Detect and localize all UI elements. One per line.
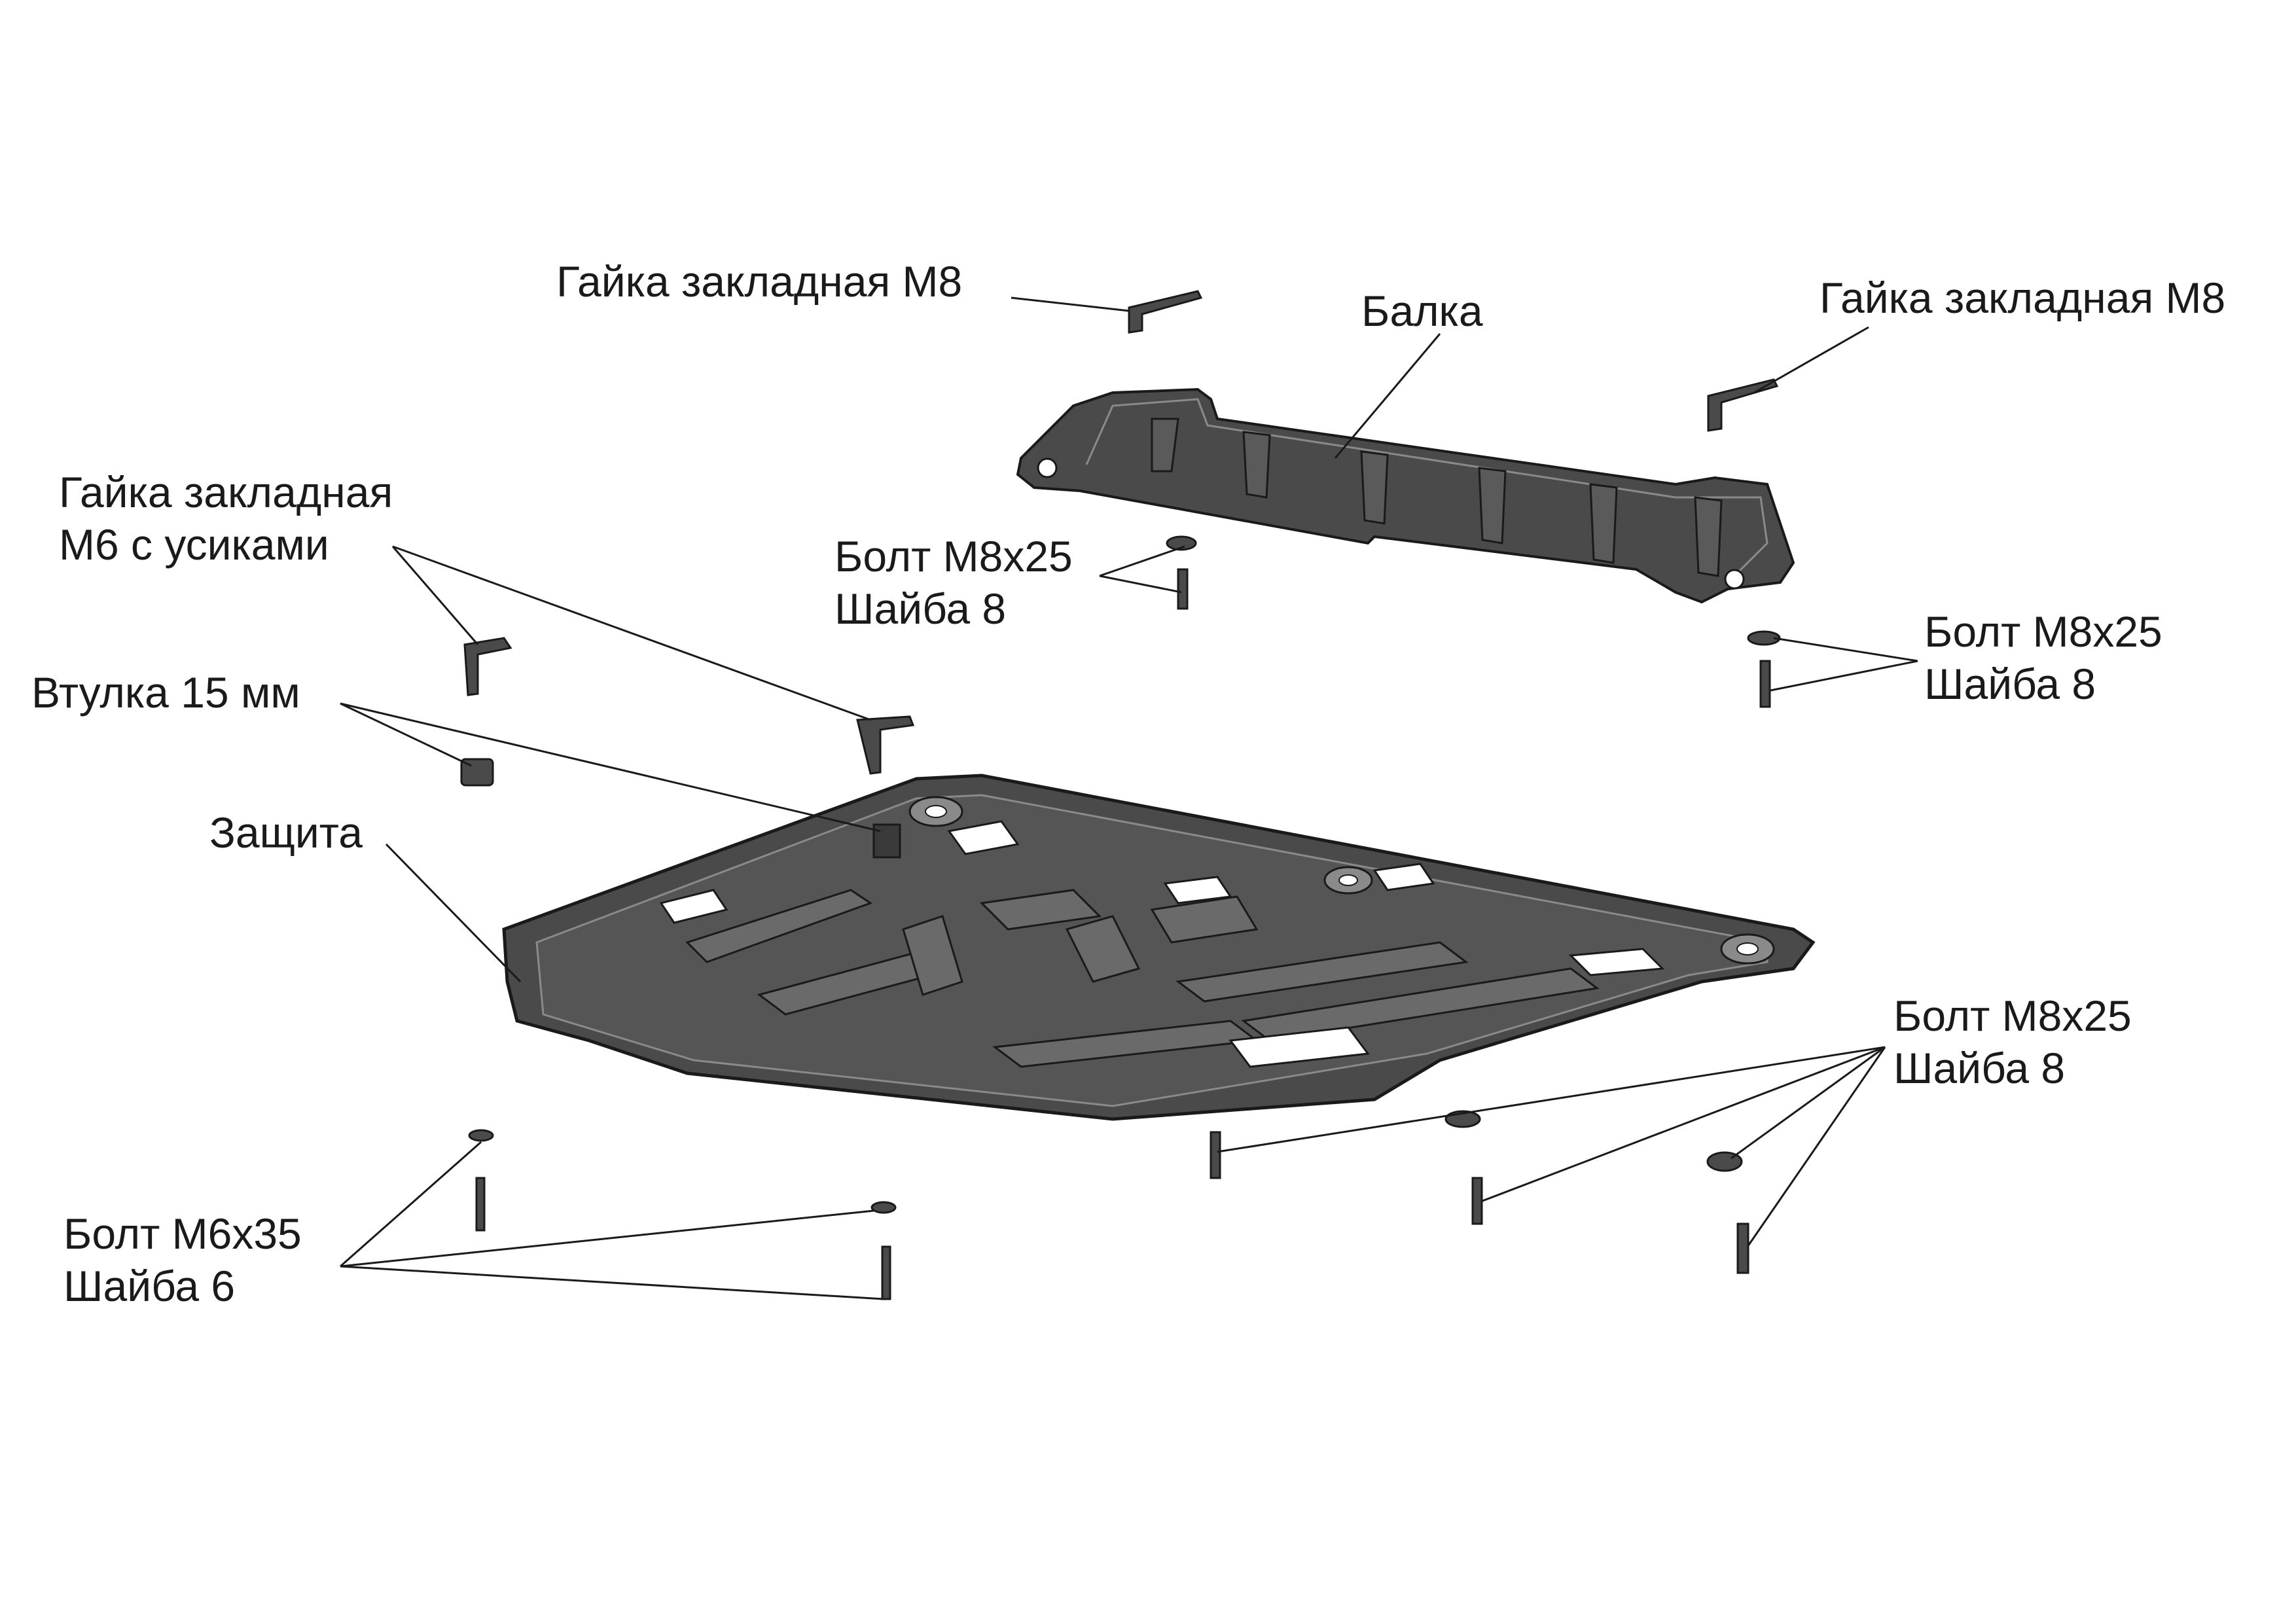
washer-m6-2 <box>870 1201 897 1214</box>
leader-lines <box>340 296 1918 1300</box>
label-line-1: Болт М8х25 <box>834 532 1073 580</box>
fasteners <box>460 290 1781 1300</box>
label-bolt-m8-guard: Болт М8х25 Шайба 8 <box>1893 990 2132 1094</box>
washer-m8-beam-left <box>1166 535 1197 551</box>
bolt-m8-guard-2 <box>1471 1177 1483 1225</box>
label-bolt-m6: Болт М6х35 Шайба 6 <box>63 1207 302 1312</box>
label-text: Втулка 15 мм <box>31 668 300 717</box>
label-bolt-m8-beam-right: Болт М8х25 Шайба 8 <box>1924 605 2162 710</box>
label-line-2: Шайба 8 <box>1924 660 2096 708</box>
nut-m6-right-part <box>856 715 915 775</box>
label-line-2: Шайба 8 <box>1893 1044 2066 1092</box>
beam-part <box>1016 387 1795 604</box>
label-line-1: Болт М8х25 <box>1893 991 2132 1040</box>
bolt-m8-beam-right <box>1759 660 1771 708</box>
bolt-m8-guard-3 <box>1736 1222 1749 1274</box>
label-guard: Защита <box>209 806 363 859</box>
bushing-seated <box>872 823 901 859</box>
guard-part <box>502 774 1816 1121</box>
label-beam: Балка <box>1361 285 1483 337</box>
bolt-m8-beam-left <box>1177 568 1189 610</box>
label-line-1: Болт М8х25 <box>1924 607 2162 656</box>
nut-m8-left-part <box>1128 290 1203 334</box>
bolt-m8-guard-1 <box>1210 1131 1221 1179</box>
washer-m6-1 <box>468 1129 494 1142</box>
label-bolt-m8-beam-left: Болт М8х25 Шайба 8 <box>834 530 1073 635</box>
label-text: Балка <box>1361 287 1483 335</box>
label-text: Гайка закладная М8 <box>556 257 963 306</box>
nut-m8-right-part <box>1707 378 1779 432</box>
label-nut-m8-left: Гайка закладная М8 <box>556 255 962 308</box>
label-text: Гайка закладная М8 <box>1820 274 2226 322</box>
label-line-2: М6 с усиками <box>59 520 329 569</box>
label-line-1: Болт М6х35 <box>63 1209 302 1258</box>
label-line-2: Шайба 8 <box>834 584 1007 633</box>
bolt-m6-1 <box>475 1177 486 1232</box>
nut-m6-left-part <box>463 637 512 696</box>
bolt-m6-2 <box>881 1245 891 1300</box>
label-nut-m6: Гайка закладная М6 с усиками <box>59 466 393 571</box>
label-line-2: Шайба 6 <box>63 1262 236 1310</box>
label-nut-m8-right: Гайка закладная М8 <box>1820 272 2225 324</box>
label-line-1: Гайка закладная <box>59 468 393 516</box>
label-bushing: Втулка 15 мм <box>31 666 300 719</box>
label-text: Защита <box>209 808 363 857</box>
